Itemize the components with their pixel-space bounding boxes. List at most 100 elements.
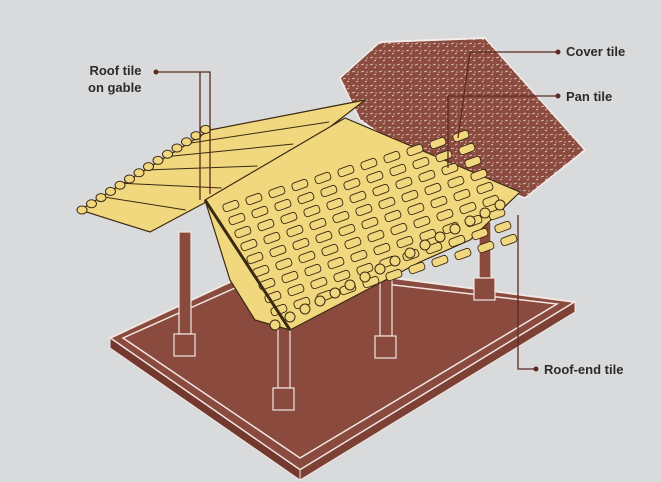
- roof-end-tiles: [269, 199, 506, 331]
- roof-end-tile: [419, 239, 431, 251]
- platform: [108, 260, 578, 481]
- leader-pan-tile: [447, 95, 558, 168]
- roof-end-tile: [299, 303, 311, 315]
- pan-tile: [389, 163, 407, 177]
- pan-tile: [429, 136, 447, 150]
- pan-tile: [401, 189, 419, 203]
- roof-end-tile: [479, 207, 491, 219]
- column-front-left: [173, 231, 196, 357]
- pan-tile: [222, 199, 240, 213]
- pan-tile: [321, 243, 339, 257]
- pan-tile: [500, 233, 518, 247]
- pan-tile: [419, 228, 437, 242]
- pan-tile: [292, 237, 310, 251]
- pan-tile: [337, 164, 355, 178]
- pan-tile: [395, 176, 413, 190]
- pan-tile: [476, 181, 494, 195]
- pan-tile: [315, 230, 333, 244]
- gable-eave-tile: [162, 149, 173, 159]
- pan-tile: [281, 270, 299, 284]
- leader-dot: [555, 49, 561, 55]
- pan-tile: [251, 205, 269, 219]
- pan-tile: [350, 249, 368, 263]
- roof-end-tile: [344, 279, 356, 291]
- pan-tile: [412, 156, 430, 170]
- pan-tile: [494, 220, 512, 234]
- pan-tile: [407, 202, 425, 216]
- pan-tile: [385, 268, 403, 282]
- roof-end-tile: [404, 247, 416, 259]
- pan-tile: [274, 198, 292, 212]
- pan-tile: [418, 169, 436, 183]
- leader-roof-tile-on-gable: [156, 71, 211, 194]
- pan-tile: [286, 224, 304, 238]
- pan-tile: [245, 192, 263, 206]
- roof-end-tile: [269, 319, 281, 331]
- pan-tile: [448, 234, 466, 248]
- pan-tile: [367, 229, 385, 243]
- roof-end-tile: [329, 287, 341, 299]
- pan-tile: [361, 216, 379, 230]
- gable-eave-tile: [181, 137, 192, 147]
- pan-tile: [303, 204, 321, 218]
- roof-end-tile: [464, 215, 476, 227]
- front-roof-slope: [203, 117, 522, 331]
- pan-tile: [384, 209, 402, 223]
- pan-tile: [275, 257, 293, 271]
- pan-tile: [310, 276, 328, 290]
- pan-tile: [477, 240, 495, 254]
- pan-tile: [269, 244, 287, 258]
- gable-eave-tile: [152, 155, 164, 165]
- roof-end-tile: [284, 311, 296, 323]
- pan-tile: [309, 217, 327, 231]
- pan-tile: [349, 190, 367, 204]
- pan-tile: [447, 175, 465, 189]
- pan-tile: [344, 236, 362, 250]
- pan-tile: [373, 242, 391, 256]
- pan-tile: [464, 155, 482, 169]
- pan-tile: [298, 250, 316, 264]
- gable-eave-tile: [114, 180, 126, 190]
- pan-tile: [406, 143, 424, 157]
- pan-tile: [263, 231, 281, 245]
- pan-tile: [257, 218, 275, 232]
- roof-end-tile: [314, 295, 326, 307]
- gable-eave-tile: [86, 199, 97, 209]
- pan-tile: [408, 261, 426, 275]
- pan-tile: [246, 251, 264, 265]
- label-roof-tile-on-gable-line1: Roof tile: [89, 63, 142, 78]
- pan-tile: [355, 203, 373, 217]
- pan-tile: [431, 254, 449, 268]
- pan-tile: [360, 157, 378, 171]
- roof-end-tile: [494, 199, 506, 211]
- pan-tile: [304, 263, 322, 277]
- leader-cover-tile: [457, 51, 558, 139]
- pan-tile: [327, 256, 345, 270]
- leader-lines: [156, 51, 558, 370]
- gable-roof-tiles: [76, 99, 366, 233]
- gable-eave-tile: [190, 131, 202, 141]
- pan-tile: [453, 188, 471, 202]
- pan-tile: [482, 194, 500, 208]
- pan-tile: [326, 197, 344, 211]
- pan-tile: [280, 211, 298, 225]
- gable-eave-tile: [200, 124, 211, 134]
- pan-tile: [338, 223, 356, 237]
- pan-tile: [452, 129, 470, 143]
- pan-tile: [383, 150, 401, 164]
- label-roof-tile-on-gable: Roof tile on gable: [88, 62, 141, 96]
- pan-tile: [436, 208, 454, 222]
- pan-tile: [425, 241, 443, 255]
- pan-tile: [268, 185, 286, 199]
- pan-tile: [332, 210, 350, 224]
- pan-tile: [291, 178, 309, 192]
- gable-eave-tile: [143, 162, 154, 172]
- roof-end-tile: [434, 231, 446, 243]
- gable-eave-tile: [105, 186, 116, 196]
- pan-tile: [471, 227, 489, 241]
- roof-end-tile: [374, 263, 386, 275]
- label-pan-tile: Pan tile: [566, 89, 613, 104]
- roof-end-tile: [449, 223, 461, 235]
- pan-tile: [470, 168, 488, 182]
- pan-tile: [430, 195, 448, 209]
